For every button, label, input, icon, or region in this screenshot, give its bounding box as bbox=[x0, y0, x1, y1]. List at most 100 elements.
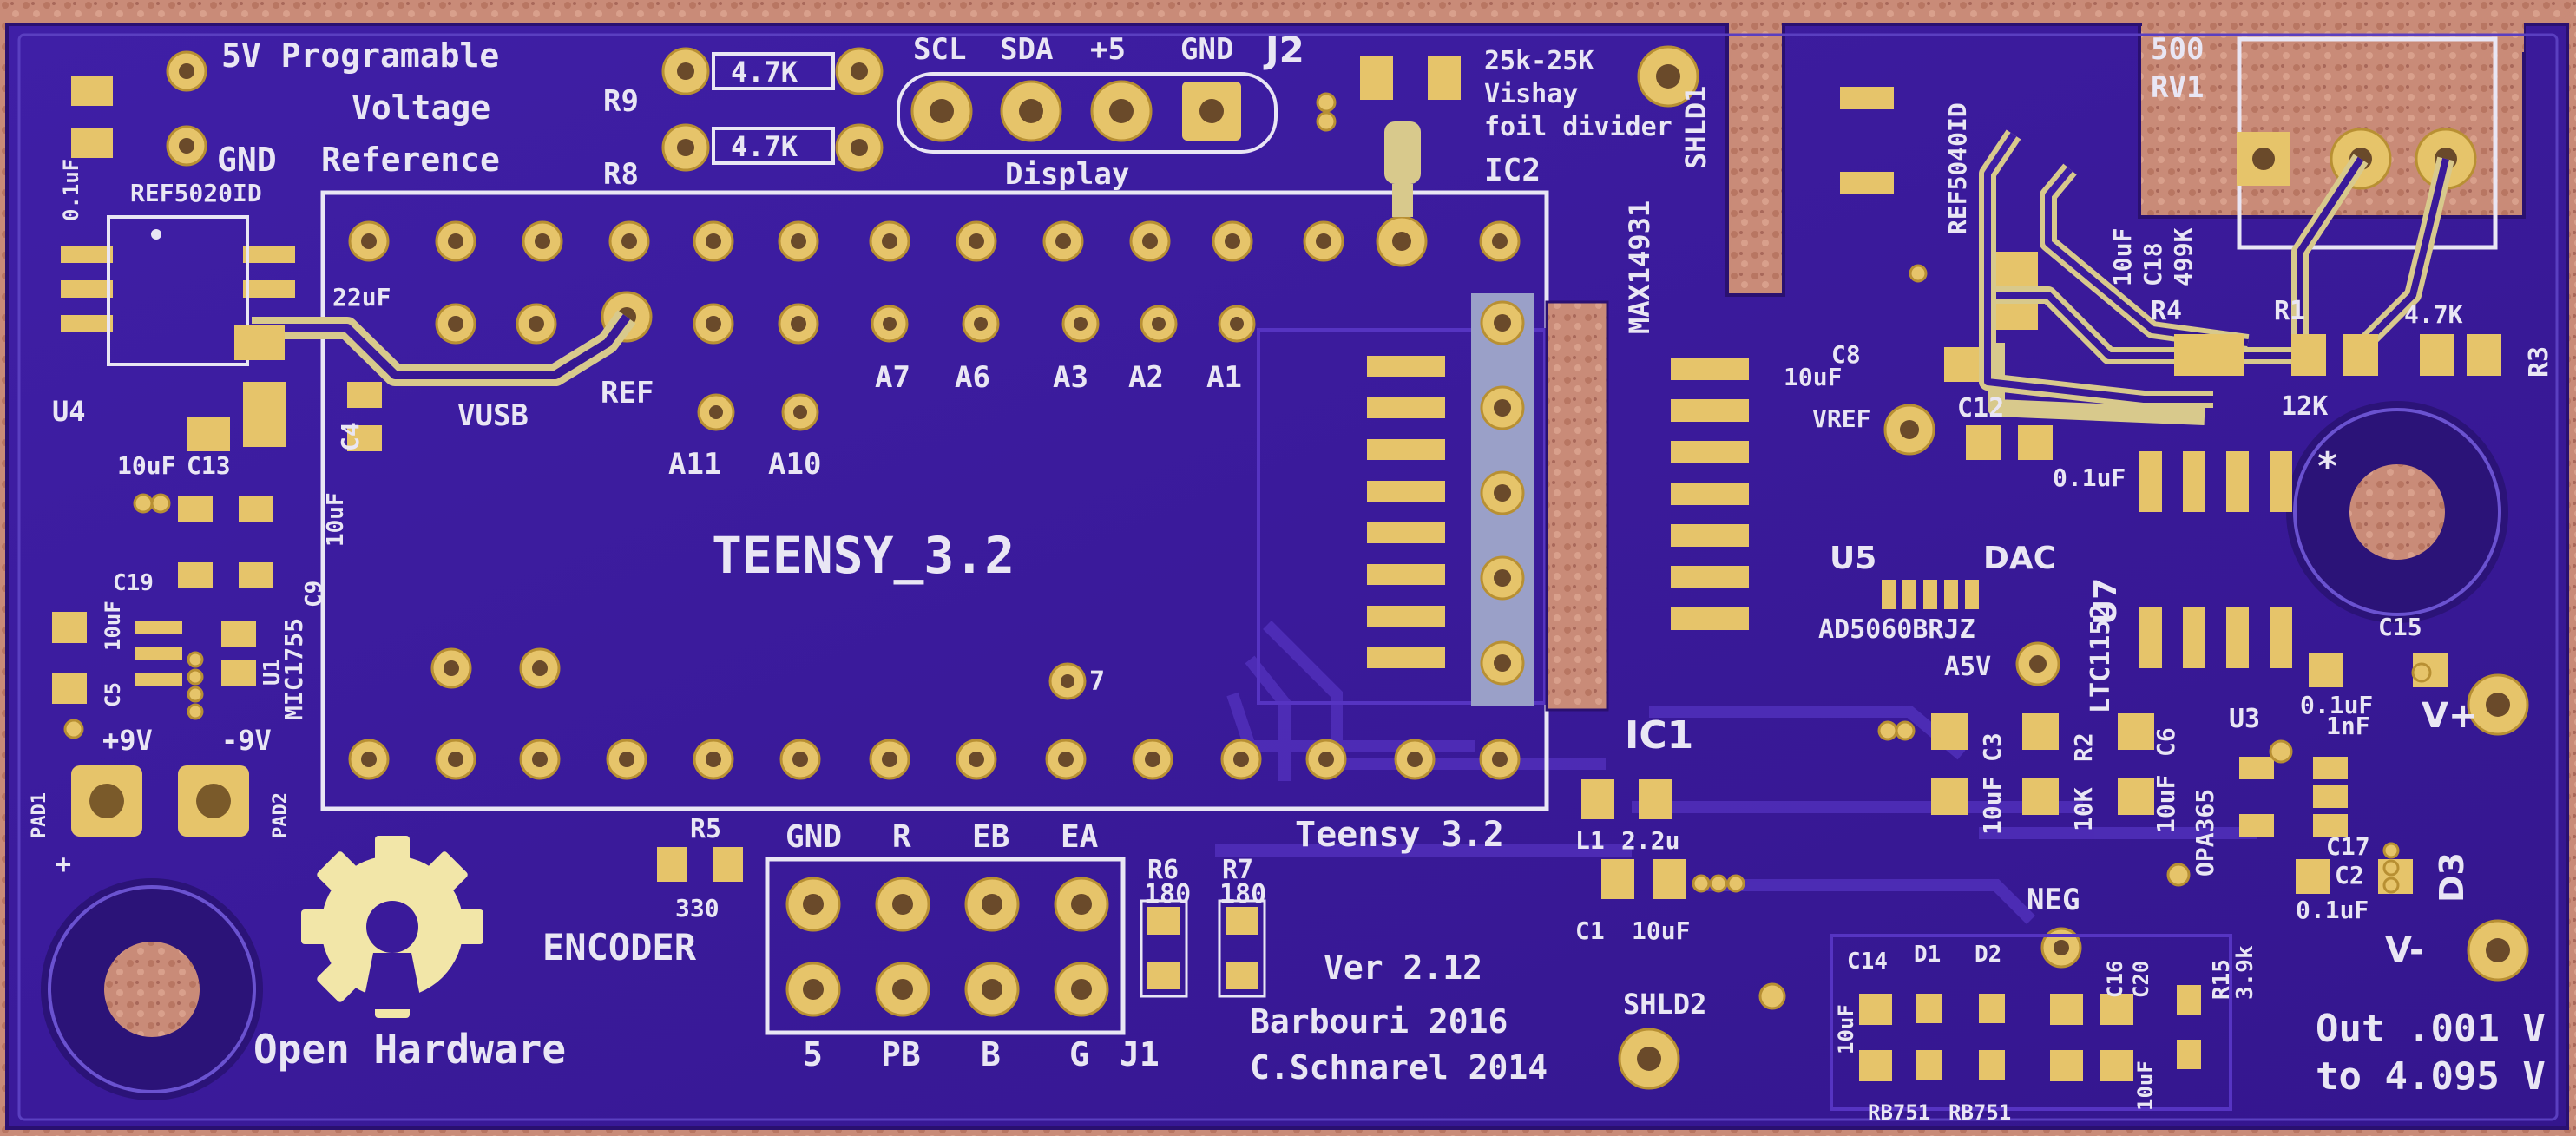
c12-label: C12 bbox=[1957, 393, 2004, 424]
d1-label: D1 bbox=[1914, 942, 1941, 968]
c15-value: 0.1uF bbox=[2300, 691, 2373, 719]
c1nf-label: 1nF bbox=[2326, 712, 2370, 740]
ltc1152-label: LTC1152 bbox=[2086, 604, 2116, 713]
teensy-top-pins bbox=[348, 215, 1521, 267]
board-slot bbox=[1545, 300, 1609, 712]
u7-label: U7 bbox=[2088, 578, 2124, 625]
r7-label: R7 bbox=[1222, 855, 1253, 885]
max14931-pads bbox=[1671, 358, 1749, 630]
mounting-holes bbox=[41, 401, 2508, 1100]
c9-label: C9 bbox=[301, 581, 327, 607]
r5-label: R5 bbox=[690, 814, 721, 844]
r3-value: 4.7K bbox=[2404, 300, 2463, 329]
c2-label: C2 bbox=[2335, 861, 2364, 890]
r6-r7-pads bbox=[1140, 899, 1266, 998]
credit-schnarel: C.Schnarel 2014 bbox=[1250, 1048, 1548, 1087]
ic1-label: IC1 bbox=[1625, 713, 1693, 758]
c8-label: C8 bbox=[1831, 340, 1861, 369]
credit-barbouri: Barbouri 2016 bbox=[1250, 1002, 1508, 1041]
shld2-label: SHLD2 bbox=[1623, 988, 1706, 1021]
c13-label: C13 bbox=[187, 451, 231, 480]
r1-r3-r4-pads bbox=[1944, 334, 2501, 460]
u3-label: U3 bbox=[2229, 704, 2260, 734]
encoder-pb-label: PB bbox=[881, 1035, 921, 1074]
c15-label: C15 bbox=[2378, 613, 2422, 641]
sda-label: SDA bbox=[1000, 32, 1053, 67]
a3-label: A3 bbox=[1053, 360, 1088, 395]
plus-pad1-label: + bbox=[56, 850, 71, 880]
encoder-b-label: B bbox=[981, 1035, 1001, 1074]
a1-label: A1 bbox=[1206, 360, 1242, 395]
c17-label: C17 bbox=[2326, 832, 2370, 861]
r4-value: 499K bbox=[2169, 227, 2198, 286]
rv1-value: 500 bbox=[2151, 32, 2204, 67]
c3-label: C3 bbox=[1978, 732, 2007, 762]
teensy-bottom-pins bbox=[348, 739, 1521, 780]
plus5-label: +5 bbox=[1090, 32, 1126, 67]
encoder-g-label: G bbox=[1069, 1035, 1089, 1074]
c01uf-label: 0.1uF bbox=[59, 159, 83, 221]
r8-value: 4.7K bbox=[731, 130, 798, 163]
mic1755-pads bbox=[52, 493, 273, 739]
title-line-2: Voltage bbox=[352, 89, 490, 127]
r2-value: 10K bbox=[2069, 787, 2098, 831]
vref-label: VREF bbox=[1812, 404, 1870, 433]
open-hardware-logo bbox=[301, 836, 483, 1018]
mic1755-label: MIC1755 bbox=[279, 618, 308, 720]
dac-label: DAC bbox=[1983, 541, 2056, 576]
c9-value: 10uF bbox=[323, 492, 349, 547]
header-strip-pins bbox=[1480, 300, 1525, 686]
max14931-label: MAX14931 bbox=[1623, 200, 1656, 334]
r2-label: R2 bbox=[2069, 732, 2098, 762]
c14-value: 10uF bbox=[1834, 1004, 1858, 1054]
vplus-label: V+ bbox=[2422, 696, 2477, 736]
opa365-label: OPA365 bbox=[2191, 789, 2219, 877]
r7-value: 180 bbox=[1219, 879, 1266, 909]
encoder-r-label: R bbox=[892, 819, 911, 855]
d3-label: D3 bbox=[2433, 852, 2471, 903]
ref-label: REF bbox=[601, 376, 654, 410]
c16-label: C16 bbox=[2103, 961, 2127, 998]
r5-pad-2 bbox=[713, 847, 743, 882]
open-hardware-label: Open Hardware bbox=[253, 1026, 566, 1073]
divider-line-3: foil divider bbox=[1484, 112, 1672, 142]
ic2-label: IC2 bbox=[1484, 153, 1541, 188]
title-line-1: 5V Programable bbox=[221, 36, 499, 75]
c6-value: 10uF bbox=[2152, 775, 2180, 833]
a7-label: A7 bbox=[875, 360, 910, 395]
c1-label: C1 bbox=[1575, 916, 1605, 945]
r4-label: R4 bbox=[2151, 296, 2182, 326]
rb751-2-label: RB751 bbox=[1948, 1100, 2011, 1125]
ad5060-label: AD5060BRJZ bbox=[1818, 614, 1975, 645]
d2-label: D2 bbox=[1975, 942, 2001, 968]
teensy-smd-pads bbox=[1367, 356, 1445, 668]
r9-value: 4.7K bbox=[731, 56, 798, 89]
l1-value: 2.2u bbox=[1621, 826, 1679, 855]
u1-label: U1 bbox=[260, 659, 286, 686]
r9-label: R9 bbox=[603, 84, 639, 119]
j2-label: J2 bbox=[1263, 29, 1304, 71]
r5-value: 330 bbox=[675, 894, 720, 923]
c01uf-b-label: 0.1uF bbox=[2053, 463, 2126, 492]
r5-pad-1 bbox=[657, 847, 687, 882]
divider-line-2: Vishay bbox=[1484, 79, 1578, 109]
l1-c1-pads bbox=[1581, 779, 1745, 899]
j1-label: J1 bbox=[1120, 1035, 1160, 1074]
j2-display-header bbox=[897, 72, 1278, 154]
c2-value: 0.1uF bbox=[2296, 896, 2369, 924]
r1-label: R1 bbox=[2274, 296, 2305, 326]
plus9v-label: +9V bbox=[102, 724, 153, 757]
board-silk-border bbox=[17, 33, 2559, 1121]
ref5020-pads bbox=[61, 215, 295, 366]
encoder-5-label: 5 bbox=[803, 1035, 823, 1074]
teensy-silk-label: TEENSY_3.2 bbox=[712, 526, 1015, 585]
c22uf-label: 22uF bbox=[332, 283, 391, 312]
title-line-3: Reference bbox=[321, 141, 500, 179]
c4-label: C4 bbox=[336, 422, 365, 451]
c20-value: 10uF bbox=[2133, 1060, 2158, 1111]
star-marker: * bbox=[2317, 444, 2337, 489]
r6-label: R6 bbox=[1147, 855, 1179, 885]
a6-label: A6 bbox=[955, 360, 990, 395]
teensy-label: Teensy 3.2 bbox=[1295, 815, 1504, 855]
